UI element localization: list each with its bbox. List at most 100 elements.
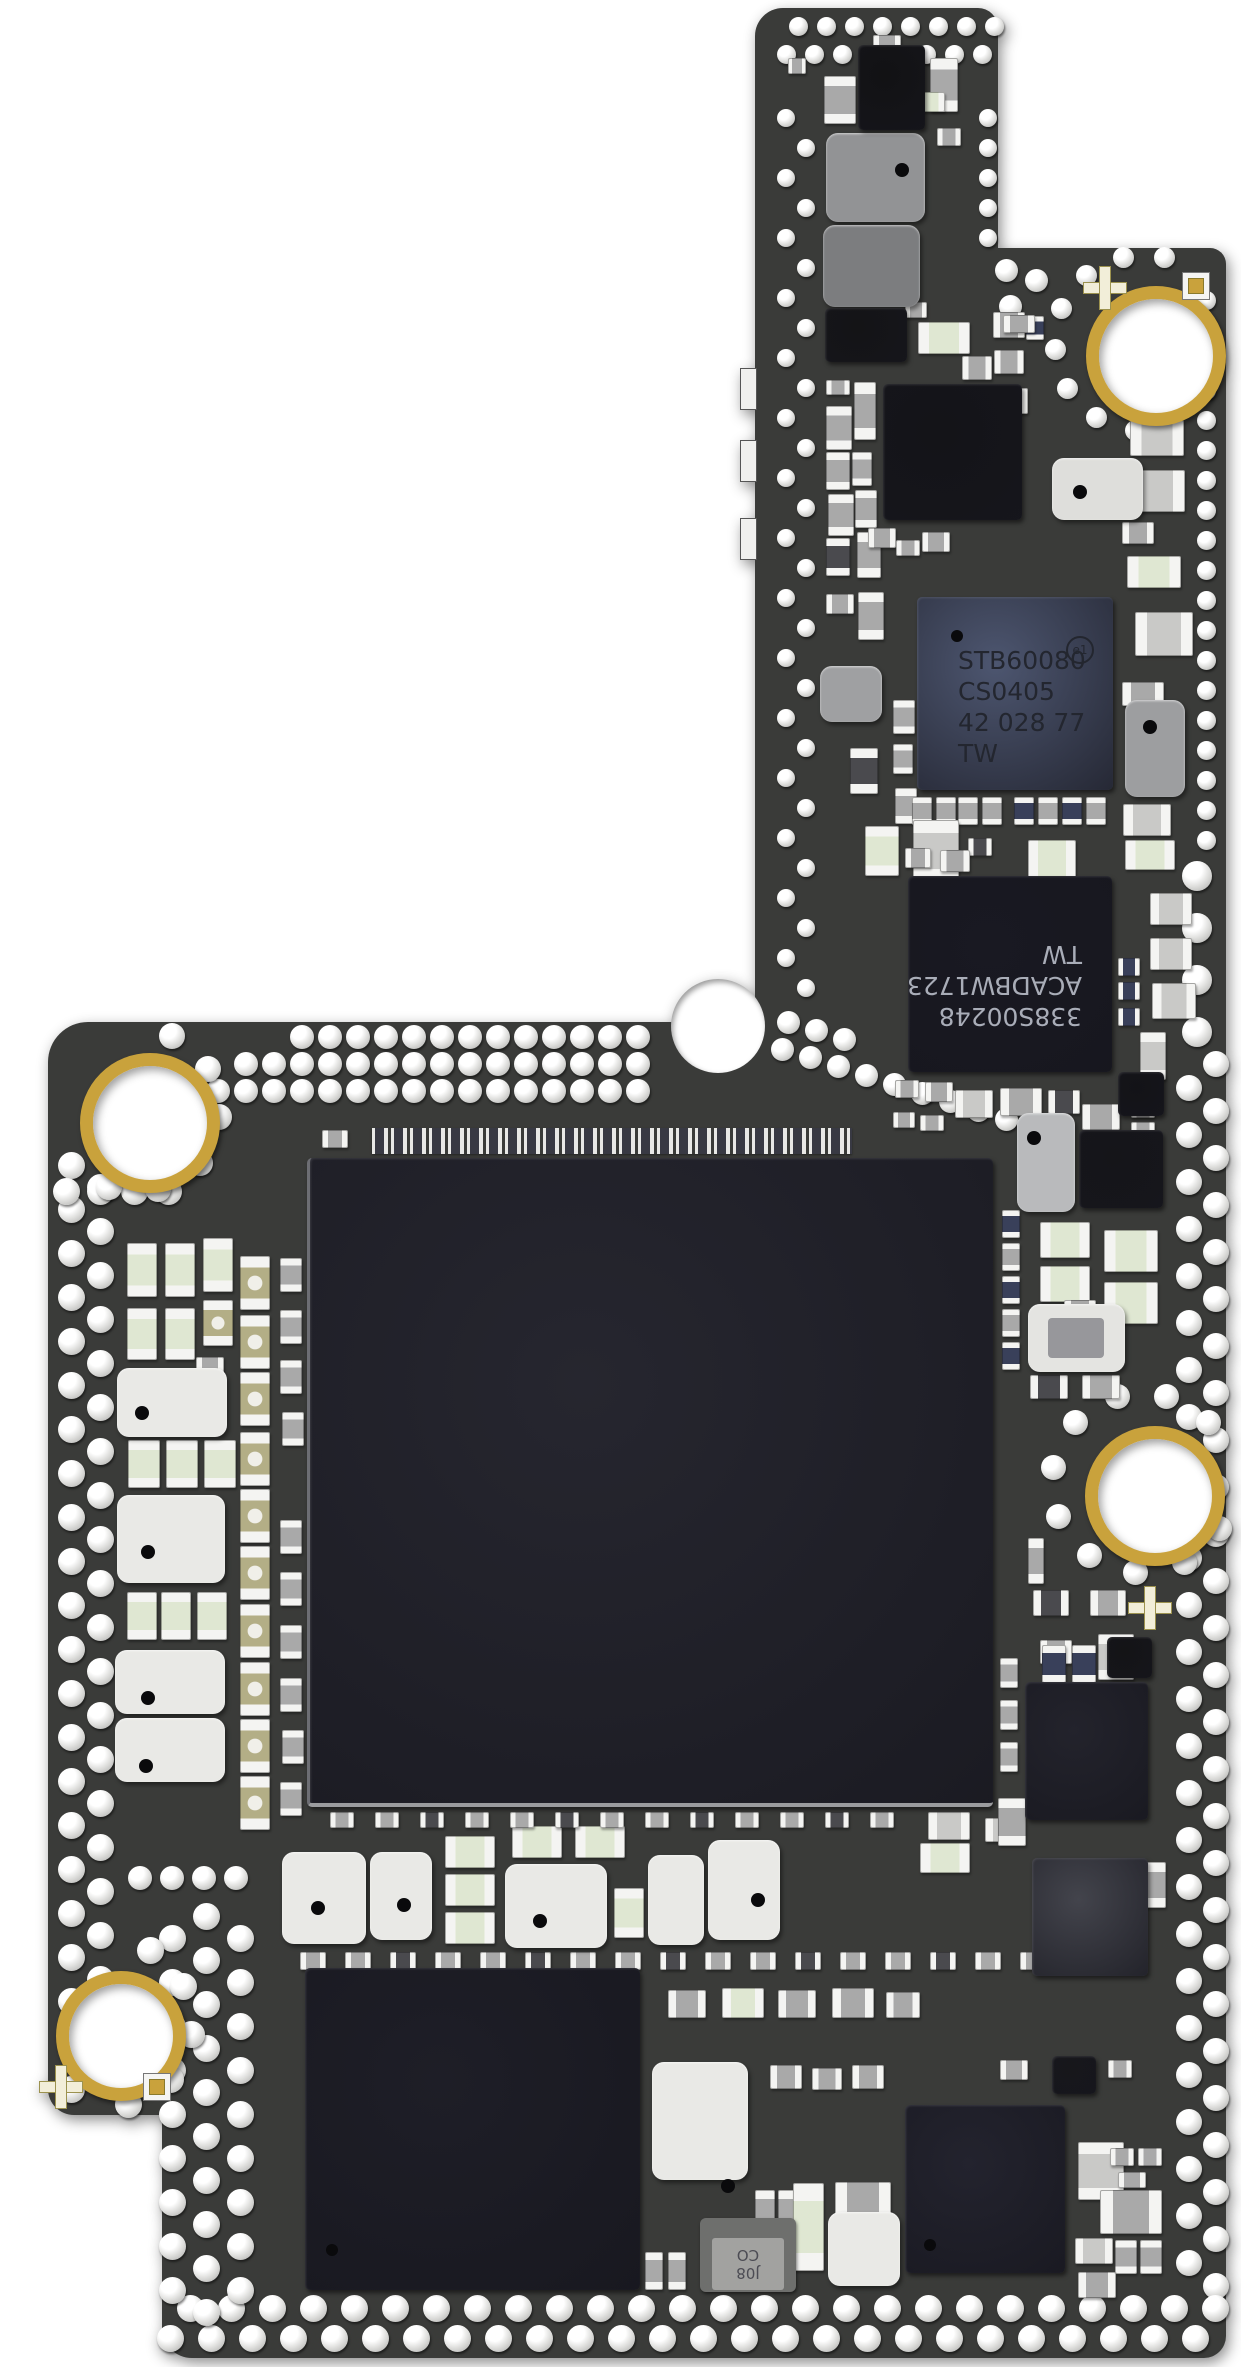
- capacitor: [280, 1572, 302, 1606]
- module: [370, 1852, 432, 1940]
- solder-ball: [1203, 1662, 1229, 1688]
- solder-ball: [346, 1025, 370, 1049]
- capacitor: [778, 1990, 816, 2018]
- solder-ball: [1203, 1756, 1229, 1782]
- solder-ball: [1176, 2015, 1202, 2041]
- module: [652, 2062, 748, 2180]
- capacitor: [825, 1812, 849, 1828]
- solder-ball: [86, 1569, 114, 1597]
- solder-ball: [430, 1052, 454, 1076]
- capacitor: [420, 1812, 444, 1828]
- solder-ball: [158, 2188, 186, 2216]
- fiducial-square: [143, 2073, 171, 2101]
- capacitor: [1100, 2190, 1162, 2234]
- solder-ball: [463, 2294, 491, 2322]
- capacitor: [918, 322, 970, 354]
- solder-ball: [1176, 1827, 1202, 1853]
- capacitor: [886, 1992, 920, 2018]
- solder-ball: [996, 2294, 1024, 2322]
- solder-ball: [777, 589, 795, 607]
- solder-ball: [1203, 1051, 1229, 1077]
- solder-ball: [226, 1924, 254, 1952]
- capacitor: [930, 1952, 956, 1970]
- ic-black-mid-right: [1079, 1130, 1163, 1208]
- solder-ball: [1176, 2062, 1202, 2088]
- solder-ball: [804, 1018, 828, 1042]
- solder-ball: [192, 1990, 220, 2018]
- capacitor: [1002, 1309, 1020, 1337]
- capacitor: [1000, 1700, 1018, 1730]
- capacitor: [280, 1625, 302, 1659]
- ic-black-a: [825, 308, 907, 362]
- solder-ball: [797, 859, 815, 877]
- solder-ball: [340, 2294, 368, 2322]
- capacitor: [375, 1812, 399, 1828]
- chip-marking-line: 42 028 77: [958, 708, 1086, 737]
- capacitor: [128, 1440, 160, 1488]
- board-cutout-hole: [671, 979, 765, 1073]
- capacitor: [828, 494, 854, 536]
- solder-ball: [955, 2294, 983, 2322]
- screw-hole: [80, 1053, 220, 1193]
- solder-ball: [486, 1079, 510, 1103]
- solder-ball: [86, 1745, 114, 1773]
- solder-ball: [57, 1327, 85, 1355]
- solder-ball: [57, 1811, 85, 1839]
- solder-ball: [86, 1789, 114, 1817]
- solder-ball: [1196, 710, 1216, 730]
- solder-ball: [797, 979, 815, 997]
- solder-ball: [797, 739, 815, 757]
- capacitor: [852, 452, 872, 486]
- solder-ball: [226, 2188, 254, 2216]
- solder-ball: [1196, 740, 1216, 760]
- capacitor: [895, 1080, 919, 1098]
- solder-ball: [777, 649, 795, 667]
- capacitor: [705, 1952, 731, 1970]
- capacitor: [1002, 1276, 1020, 1304]
- module: [505, 1864, 607, 1948]
- solder-ball: [935, 2324, 963, 2352]
- solder-ball: [1196, 770, 1216, 790]
- solder-ball: [1040, 1454, 1066, 1480]
- capacitor: [998, 1798, 1026, 1846]
- ic-bottom-left: [305, 1968, 640, 2290]
- capacitor: [614, 1888, 644, 1938]
- capacitor: [1118, 2172, 1146, 2188]
- capacitor: [940, 850, 970, 872]
- solder-ball: [86, 1393, 114, 1421]
- solder-ball: [1182, 861, 1212, 891]
- solder-ball: [1176, 1921, 1202, 1947]
- capacitor: [1000, 1742, 1018, 1772]
- capacitor: [1123, 804, 1171, 836]
- capacitor: [722, 1988, 764, 2018]
- capacitor: [445, 1836, 495, 1868]
- capacitor: [826, 594, 854, 614]
- solder-ball: [361, 2324, 389, 2352]
- solder-ball: [797, 499, 815, 517]
- connector-marking-line: J08: [736, 2264, 760, 2282]
- chip-pin1-dot: [924, 2239, 936, 2251]
- solder-ball: [542, 1025, 566, 1049]
- capacitor: [1127, 556, 1181, 588]
- capacitor: [280, 1360, 302, 1394]
- solder-ball: [797, 379, 815, 397]
- solder-ball: [854, 1063, 878, 1087]
- solder-ball: [607, 2324, 635, 2352]
- capacitor: [735, 1812, 759, 1828]
- capacitor: [1150, 938, 1192, 970]
- chip-pin1-dot: [951, 630, 963, 642]
- solder-ball: [514, 1052, 538, 1076]
- capacitor: [826, 380, 850, 395]
- capacitor: [1122, 522, 1154, 544]
- capacitor: [1000, 2060, 1028, 2080]
- module: [117, 1368, 227, 1437]
- solder-ball: [1017, 2324, 1045, 2352]
- solder-ball: [894, 2324, 922, 2352]
- solder-ball: [1196, 1410, 1222, 1436]
- solder-ball: [52, 1177, 80, 1205]
- solder-ball: [374, 1079, 398, 1103]
- capacitor: [793, 2183, 824, 2271]
- capacitor: [280, 1310, 302, 1344]
- solder-ball: [542, 1079, 566, 1103]
